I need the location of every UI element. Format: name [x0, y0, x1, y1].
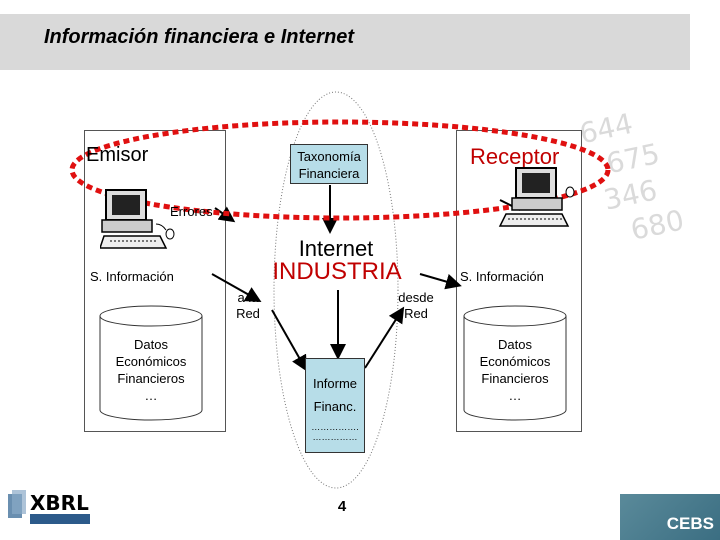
computer-icon [100, 189, 175, 249]
page-number: 4 [337, 498, 347, 515]
taxonomia-line-2: Financiera [298, 166, 360, 181]
emisor-database-cylinder [99, 305, 203, 421]
cebs-logo: CEBS [620, 494, 720, 540]
internet-dotted-ellipse [273, 91, 399, 489]
receptor-datos-text: Datos Económicos Financieros … [462, 336, 568, 404]
taxonomia-line-1: Taxonomía [297, 149, 361, 164]
xbrl-logo: XBRL [8, 488, 128, 528]
desde-red-label: desde Red [392, 290, 440, 322]
a-la-red-label: a la Red [228, 290, 268, 322]
informe-financiero-box: Informe Financ. ……………. …………… [305, 358, 365, 453]
title-bar [0, 14, 690, 70]
receptor-datos-line-1: Datos [498, 337, 532, 352]
receptor-label: Receptor [470, 144, 560, 169]
industria-label: INDUSTRIA [272, 258, 402, 285]
emisor-sinfo-label: S. Información [90, 269, 174, 284]
xbrl-logo-mark: XBRL [8, 490, 90, 524]
background-numbers-decoration: 644 675 346 680 [564, 77, 720, 272]
a-la-red-line-2: Red [236, 306, 260, 321]
emisor-datos-line-3: Financieros [117, 371, 185, 386]
emisor-datos-line-1: Datos [134, 337, 168, 352]
arrow-desde-red-to-sinfo [419, 273, 462, 290]
informe-dots-1: ……………. [311, 422, 359, 432]
desde-red-line-1: desde [398, 290, 434, 305]
receptor-datos-line-2: Económicos [479, 354, 551, 369]
cebs-logo-text: CEBS [666, 514, 714, 533]
receptor-sinfo-label: S. Información [460, 269, 544, 284]
receptor-datos-line-3: Financieros [481, 371, 549, 386]
receptor-datos-line-4: … [508, 388, 522, 403]
taxonomia-box: Taxonomía Financiera [290, 144, 368, 184]
svg-text:XBRL: XBRL [30, 491, 89, 515]
arrow-informe-to-desde-red [364, 306, 405, 369]
emisor-datos-line-2: Económicos [115, 354, 187, 369]
informe-line-1: Informe [312, 376, 358, 391]
emisor-datos-line-4: … [144, 388, 158, 403]
arrow-sinfo-to-ala-red [211, 273, 262, 302]
informe-line-2: Financ. [313, 399, 357, 414]
arrow-ala-red-to-informe [271, 309, 307, 372]
page-title: Información financiera e Internet [44, 26, 355, 48]
a-la-red-line-1: a la [237, 290, 259, 305]
emisor-label: Emisor [86, 144, 149, 166]
receptor-database-cylinder [463, 305, 567, 421]
red-dashed-ellipse [69, 119, 611, 221]
internet-label: Internet [298, 236, 374, 261]
errores-label: Errores [170, 204, 213, 219]
desde-red-line-2: Red [404, 306, 428, 321]
emisor-datos-text: Datos Económicos Financieros … [98, 336, 204, 404]
informe-dots-2: …………… [312, 432, 358, 442]
computer-icon [498, 167, 575, 227]
